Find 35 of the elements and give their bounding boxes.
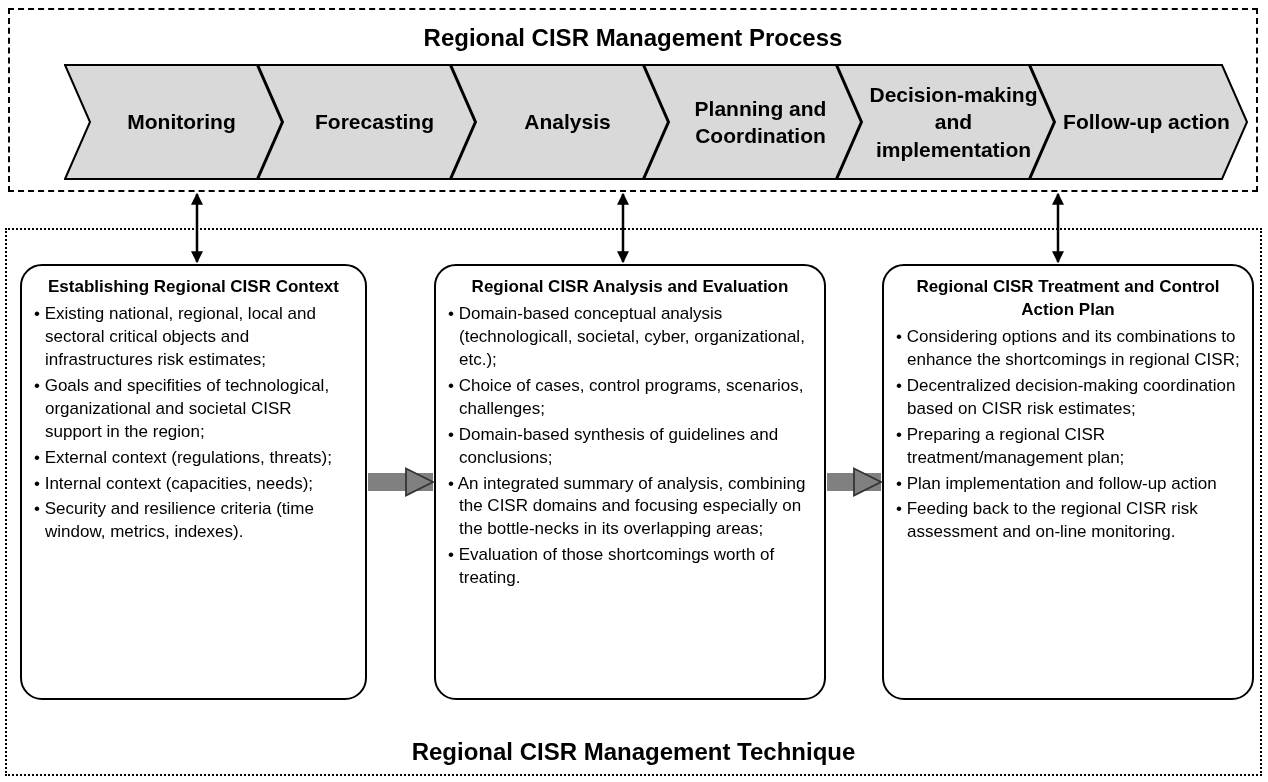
double-arrow — [191, 192, 203, 264]
bullet-item: • Security and resilience criteria (time window, metrics, indexes). — [34, 498, 315, 544]
card-heading: Establishing Regional CISR Context — [47, 276, 340, 298]
content-card — [882, 264, 1254, 700]
double-arrow — [1052, 192, 1064, 264]
process-frame — [8, 8, 1258, 192]
bullet-item: • Feeding back to the regional CISR risk assessment and on-line monitoring. — [896, 498, 1199, 544]
bullet-item: • Considering options and its combinations to enhance the shortcomings in regional CISR; — [896, 325, 1240, 371]
bullet-item: • Goals and specifities of technological, organizational and societal CISR support in the region; — [34, 374, 331, 443]
block-arrow — [827, 467, 882, 497]
bullet-item: • Decentralized decision-making coordination based on CISR risk estimates; — [896, 374, 1237, 420]
bullet-item: • Internal context (capacities, needs); — [34, 472, 315, 495]
frame-title: Regional CISR Management Process — [422, 24, 844, 52]
bullet-item: • Choice of cases, control programs, scenarios, challenges; — [448, 374, 805, 420]
bullet-item: • Evaluation of those shortcomings worth of treating. — [448, 544, 776, 590]
bullet-item: • External context (regulations, threats); — [34, 446, 333, 469]
chevron-step — [64, 64, 283, 180]
bullet-item: • Plan implementation and follow-up action — [896, 472, 1218, 495]
step-label: Monitoring — [126, 109, 237, 136]
step-label: Planning and Coordination — [693, 95, 828, 149]
bullet-item: • Existing national, regional, local and sectoral critical objects and infrastructures risk estimates; — [34, 302, 317, 371]
bullet-item: • An integrated summary of analysis, combining the CISR domains and focusing especially on the bottle-necks in its overlapping areas; — [448, 472, 807, 541]
bullet-item: • Domain-based synthesis of guidelines and conclusions; — [448, 423, 780, 469]
card-heading: Regional CISR Treatment and Control Action Plan — [915, 276, 1221, 321]
technique-frame — [5, 228, 1262, 776]
content-card — [434, 264, 826, 700]
bullet-item: • Domain-based conceptual analysis (technologicall, societal, cyber, organizational, etc.); — [448, 302, 806, 371]
step-label: Follow-up action — [1062, 109, 1231, 136]
double-arrow — [617, 192, 629, 264]
content-card — [20, 264, 367, 700]
bullet-item: • Preparing a regional CISR treatment/management plan; — [896, 423, 1126, 469]
frame-title: Regional CISR Management Technique — [410, 738, 857, 766]
block-arrow — [368, 467, 434, 497]
step-label: Decision-making and implementation — [868, 82, 1039, 163]
card-heading: Regional CISR Analysis and Evaluation — [470, 276, 790, 298]
